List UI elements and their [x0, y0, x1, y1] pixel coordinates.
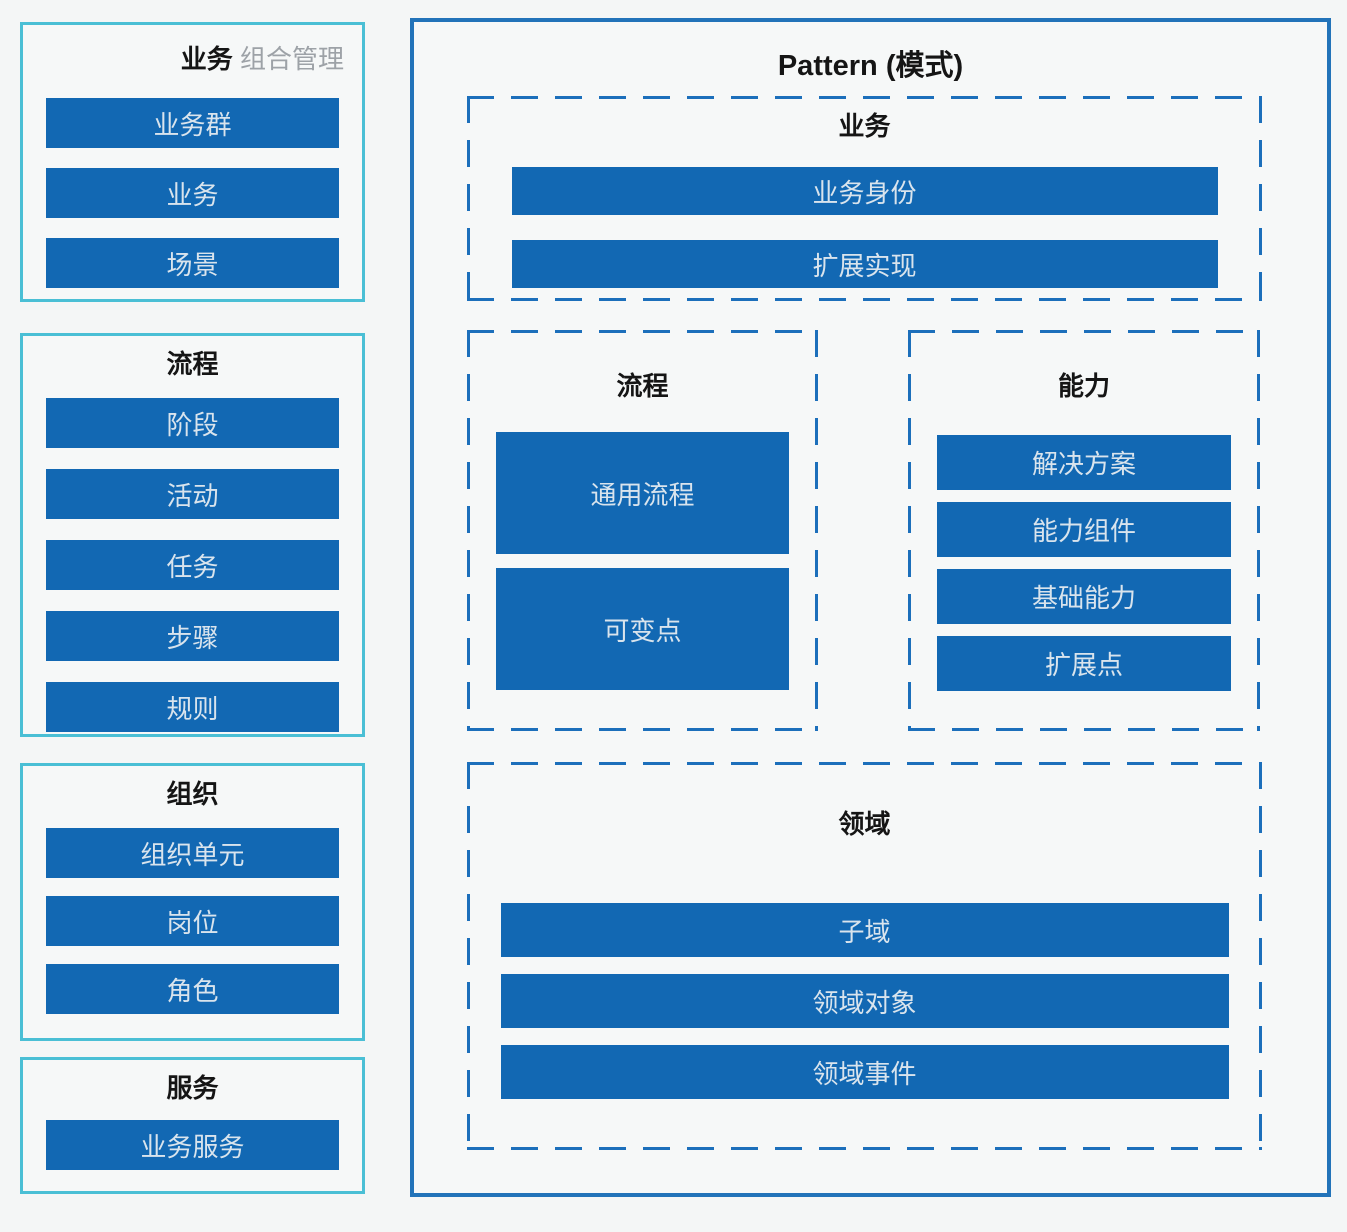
item-role: 角色 [46, 964, 339, 1014]
panel-title-text: 业务 [180, 44, 233, 74]
section-capability-title: 能力 [1057, 371, 1110, 401]
item-variable-point: 可变点 [496, 568, 789, 690]
panel-subtitle-text: 组合管理 [239, 44, 344, 74]
item-domain-event: 领域事件 [500, 1045, 1229, 1099]
panel-organization-title: 组织 [166, 779, 219, 809]
pattern-section-domain: 领域 子域 领域对象 领域事件 [467, 762, 1262, 1150]
item-subdomain: 子域 [500, 903, 1229, 957]
panel-service-title: 服务 [166, 1073, 219, 1103]
pattern-section-process: 流程 通用流程 可变点 [467, 330, 818, 731]
section-process-title: 流程 [616, 371, 669, 401]
panel-process-title: 流程 [166, 349, 219, 379]
panel-service: 服务 业务服务 [20, 1057, 365, 1194]
item-phase: 阶段 [46, 398, 339, 448]
panel-process-items: 阶段 活动 任务 步骤 规则 [23, 398, 362, 732]
pattern-title: Pattern (模式) [777, 50, 964, 82]
section-domain-title: 领域 [838, 809, 891, 839]
item-extension-point: 扩展点 [937, 636, 1231, 691]
pattern-box: Pattern (模式) 业务 业务身份 扩展实现 流程 通用流程 可变点 能力… [410, 18, 1331, 1197]
item-task: 任务 [46, 540, 339, 590]
panel-process: 流程 阶段 活动 任务 步骤 规则 [20, 333, 365, 737]
item-business-service: 业务服务 [46, 1120, 339, 1170]
item-step: 步骤 [46, 611, 339, 661]
item-solution: 解决方案 [937, 435, 1231, 490]
item-business: 业务 [46, 168, 339, 218]
item-base-capability: 基础能力 [937, 569, 1231, 624]
item-scenario: 场景 [46, 238, 339, 288]
item-activity: 活动 [46, 469, 339, 519]
panel-organization: 组织 组织单元 岗位 角色 [20, 763, 365, 1041]
item-business-identity: 业务身份 [511, 167, 1218, 215]
panel-business-portfolio-title: 业务 组合管理 [23, 41, 344, 77]
item-business-group: 业务群 [46, 98, 339, 148]
item-extension-implementation: 扩展实现 [511, 240, 1218, 288]
panel-business-portfolio-items: 业务群 业务 场景 [23, 98, 362, 288]
item-position: 岗位 [46, 896, 339, 946]
item-rule: 规则 [46, 682, 339, 732]
pattern-section-capability: 能力 解决方案 能力组件 基础能力 扩展点 [908, 330, 1260, 731]
item-capability-component: 能力组件 [937, 502, 1231, 557]
item-org-unit: 组织单元 [46, 828, 339, 878]
panel-organization-items: 组织单元 岗位 角色 [23, 828, 362, 1014]
item-generic-process: 通用流程 [496, 432, 789, 554]
panel-service-items: 业务服务 [23, 1120, 362, 1170]
pattern-section-business: 业务 业务身份 扩展实现 [467, 96, 1262, 301]
panel-business-portfolio: 业务 组合管理 业务群 业务 场景 [20, 22, 365, 302]
item-domain-object: 领域对象 [500, 974, 1229, 1028]
section-business-title: 业务 [838, 111, 891, 141]
